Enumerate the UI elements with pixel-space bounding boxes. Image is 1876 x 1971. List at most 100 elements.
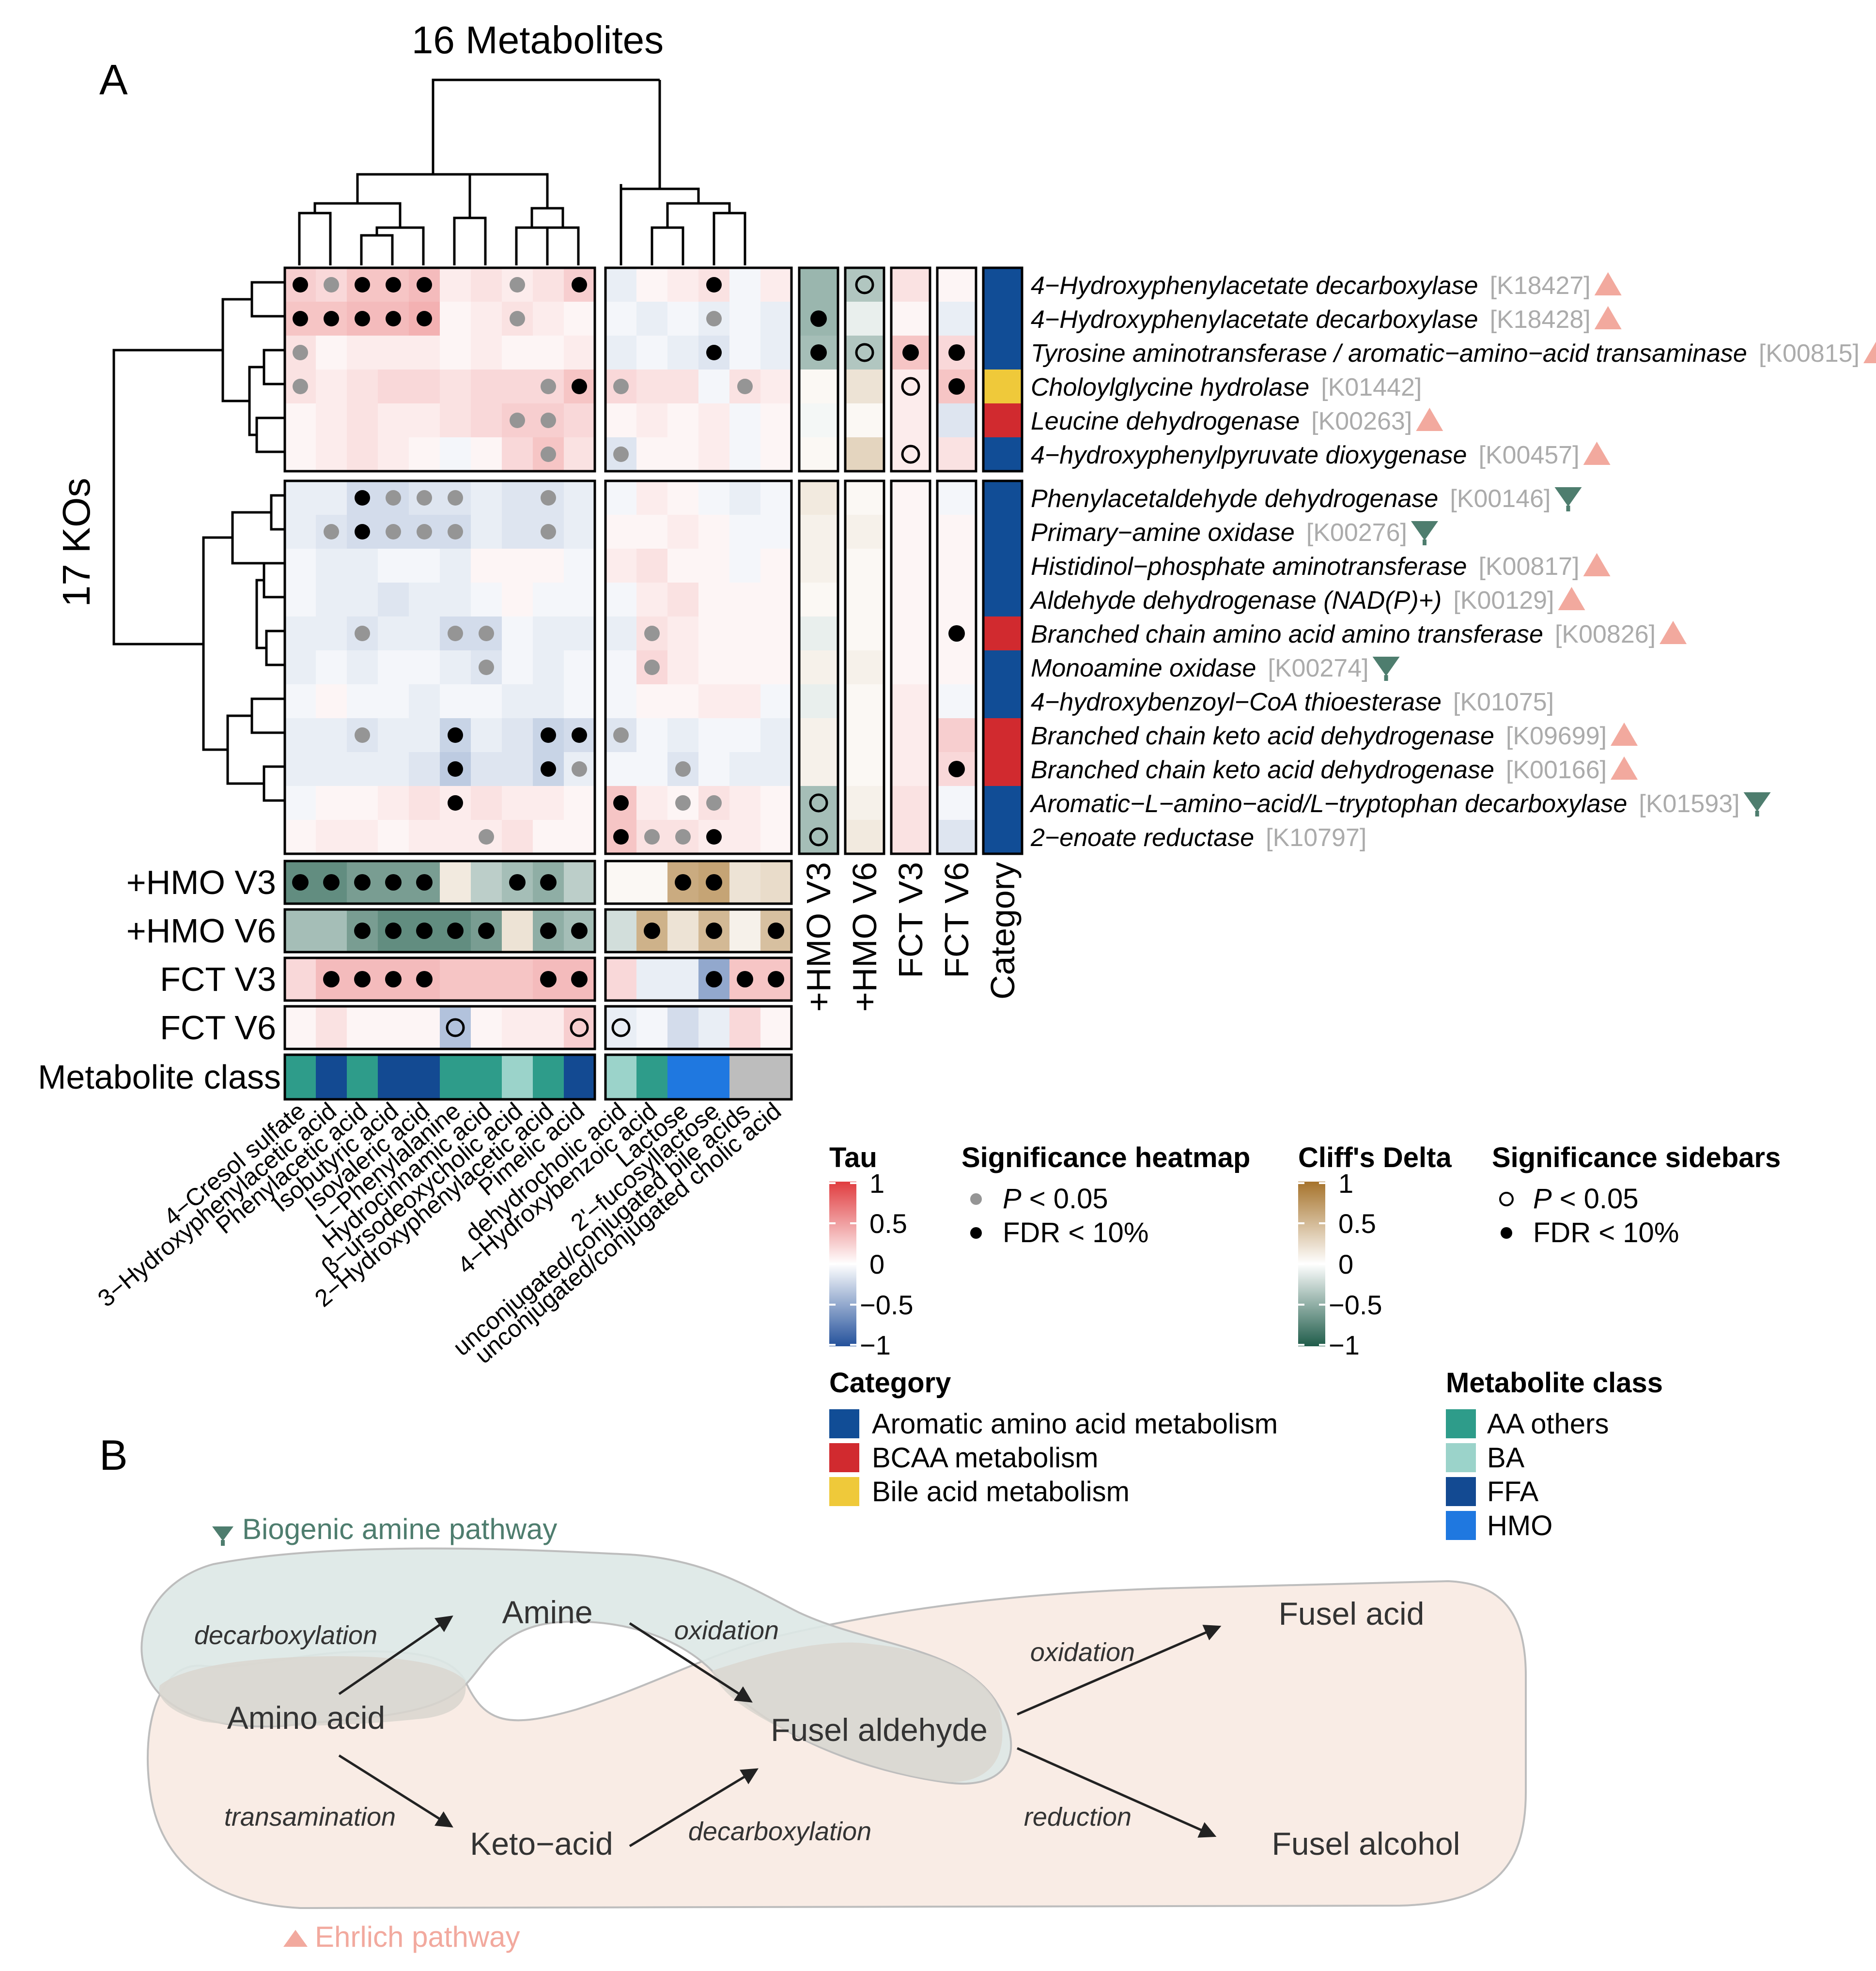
sig-dot: [510, 413, 525, 428]
annotation-cell: [605, 861, 636, 904]
annotation-cell: [760, 861, 791, 904]
legend-significance-sidebars: Significance sidebars P < 0.05 FDR < 10%: [1492, 1142, 1781, 1248]
class-cell: [564, 1055, 595, 1099]
sig-dot: [448, 490, 463, 506]
sidebar-cell: [891, 752, 930, 786]
sig-dot: [572, 761, 587, 777]
sig-ring: [446, 1018, 465, 1037]
heatmap-cell: [636, 302, 667, 336]
heatmap-cell: [729, 403, 760, 437]
heatmap-cell: [471, 549, 502, 583]
heatmap-cell: [471, 403, 502, 437]
svg-text:AA others: AA others: [1487, 1408, 1609, 1440]
heatmap-cell: [502, 820, 533, 854]
ko-label: Branched chain keto acid dehydrogenase[K…: [1031, 756, 1607, 784]
class-cell: [667, 1055, 698, 1099]
sidebar-cell: [845, 616, 884, 650]
heatmap-cell: [564, 650, 595, 684]
heatmap-cell: [347, 336, 378, 370]
inverted-triangle-icon: [1372, 657, 1400, 676]
annotation-cell: [471, 861, 502, 904]
heatmap-cell: [729, 718, 760, 752]
legend-tau: Tau 1 0.5 0 −0.5 −1: [829, 1142, 914, 1360]
svg-text:−1: −1: [860, 1330, 891, 1360]
panel-b-label: B: [99, 1431, 128, 1479]
bottom-row-label: FCT V6: [160, 1009, 276, 1047]
svg-text:HMO: HMO: [1487, 1510, 1552, 1541]
sig-dot: [479, 660, 494, 675]
sig-dot: [355, 490, 370, 506]
sig-ring: [611, 1018, 631, 1037]
sig-dot: [292, 874, 309, 891]
heatmap-cell: [502, 583, 533, 616]
category-cell: [983, 583, 1022, 616]
sig-dot: [385, 923, 402, 939]
sig-dot: [324, 311, 339, 326]
triangle-icon: [283, 1930, 308, 1947]
heatmap-cell: [409, 437, 440, 471]
sidebar-cell: [799, 684, 838, 718]
heatmap-cell: [347, 684, 378, 718]
sig-dot: [768, 923, 784, 939]
heatmap-cell: [636, 752, 667, 786]
ko-label: 4−Hydroxyphenylacetate decarboxylase[K18…: [1031, 306, 1591, 334]
sig-dot: [385, 971, 402, 987]
heatmap-cell: [698, 718, 729, 752]
sig-ring: [901, 445, 920, 464]
ehrlich-pathway-label: Ehrlich pathway: [283, 1921, 520, 1953]
sig-dot: [541, 524, 556, 539]
heatmap-cell: [729, 302, 760, 336]
sidebar-cell: [891, 786, 930, 820]
svg-text:Bile acid metabolism: Bile acid metabolism: [872, 1476, 1130, 1508]
sig-dot: [293, 345, 308, 360]
svg-text:−0.5: −0.5: [860, 1290, 914, 1320]
heatmap-cell: [316, 336, 347, 370]
heatmap-cell: [409, 583, 440, 616]
triangle-icon: [1583, 442, 1611, 465]
ko-label: Leucine dehydrogenase[K00263]: [1031, 407, 1412, 435]
edge-reduction: reduction: [1024, 1802, 1132, 1832]
svg-text:1: 1: [1338, 1168, 1353, 1199]
heatmap-cell: [605, 752, 636, 786]
heatmap-cell: [409, 549, 440, 583]
sidebar-cell: [937, 515, 976, 549]
class-cell: [760, 1055, 791, 1099]
sidebar-cell: [845, 752, 884, 786]
sidebar-cell: [937, 549, 976, 583]
heatmap-cell: [316, 616, 347, 650]
triangle-icon: [1416, 408, 1443, 431]
sig-dot: [541, 447, 556, 462]
sidebar-cell: [845, 650, 884, 684]
heatmap-cell: [760, 515, 791, 549]
legend-significance-heatmap: Significance heatmap P < 0.05 FDR < 10%: [961, 1142, 1250, 1248]
svg-text:−1: −1: [1329, 1330, 1360, 1360]
heatmap-cell: [471, 302, 502, 336]
sig-dot: [571, 923, 588, 939]
annotation-cell: [698, 1006, 729, 1049]
svg-text:0.5: 0.5: [1338, 1208, 1376, 1239]
category-cell: [983, 302, 1022, 336]
sidebar-cell: [891, 650, 930, 684]
sidebar-cell: [799, 650, 838, 684]
annotation-cell: [564, 861, 595, 904]
sidebar-cell: [799, 268, 838, 302]
sig-dot: [417, 311, 432, 326]
heatmap-cell: [533, 650, 564, 684]
heatmap-cell: [564, 437, 595, 471]
heatmap-cell: [409, 336, 440, 370]
heatmap-cell: [316, 370, 347, 403]
heatmap-cell: [533, 684, 564, 718]
heatmap-cell: [502, 650, 533, 684]
sidebar-cell: [799, 752, 838, 786]
heatmap-cell: [698, 684, 729, 718]
sidebar-cell: [937, 820, 976, 854]
heatmap-cell: [564, 616, 595, 650]
sig-dot: [416, 874, 433, 891]
ko-label: 4−hydroxyphenylpyruvate dioxygenase[K004…: [1031, 441, 1580, 469]
sig-dot: [572, 727, 587, 743]
heatmap-cell: [698, 583, 729, 616]
class-cell: [533, 1055, 564, 1099]
svg-text:0.5: 0.5: [869, 1208, 907, 1239]
heatmap-cell: [760, 268, 791, 302]
category-label: Category: [984, 862, 1022, 1000]
